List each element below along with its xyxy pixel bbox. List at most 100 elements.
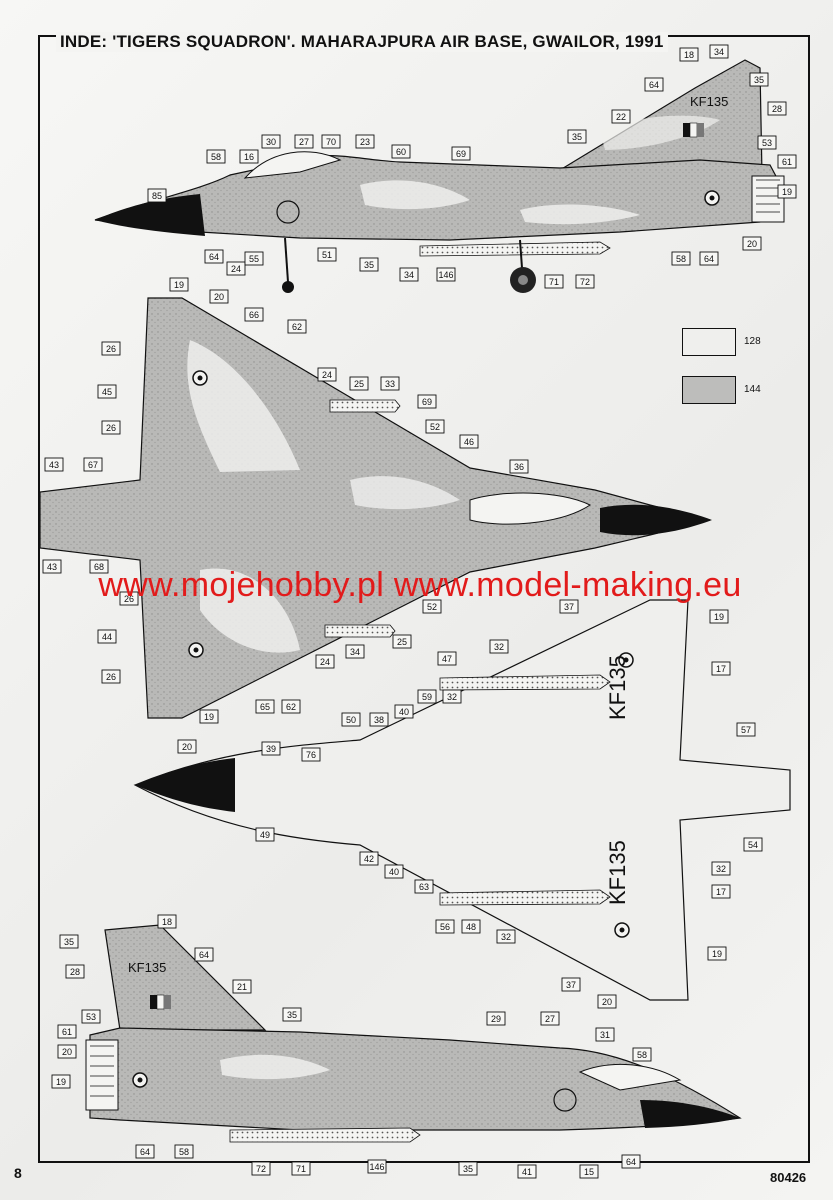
callout-number: 69 xyxy=(456,149,466,159)
callout-number: 61 xyxy=(62,1027,72,1037)
callout-number: 31 xyxy=(600,1030,610,1040)
callout-side-top-18: 85 xyxy=(147,188,167,203)
callout-plan-top-25: 20 xyxy=(177,739,197,754)
callout-number: 34 xyxy=(714,47,724,57)
callout-plan-top-1: 20 xyxy=(209,289,229,304)
callout-plan-bottom-5: 59 xyxy=(417,689,437,704)
callout-number: 58 xyxy=(637,1050,647,1060)
callout-number: 18 xyxy=(684,50,694,60)
callout-number: 28 xyxy=(70,967,80,977)
callout-side-bottom-4: 21 xyxy=(232,979,252,994)
callout-number: 71 xyxy=(296,1164,306,1174)
side-view-bottom: KF135 xyxy=(85,924,742,1143)
callout-plan-top-8: 33 xyxy=(380,376,400,391)
callout-number: 20 xyxy=(602,997,612,1007)
callout-number: 42 xyxy=(364,854,374,864)
callout-plan-top-0: 19 xyxy=(169,277,189,292)
callout-side-bottom-14: 64 xyxy=(135,1144,155,1159)
callout-plan-top-21: 26 xyxy=(101,669,121,684)
callout-side-bottom-8: 27 xyxy=(540,1011,560,1026)
callout-plan-bottom-0: 37 xyxy=(559,599,579,614)
callout-number: 39 xyxy=(266,744,276,754)
callout-number: 18 xyxy=(162,917,172,927)
callout-plan-top-6: 24 xyxy=(317,367,337,382)
callout-number: 22 xyxy=(616,112,626,122)
callout-plan-top-12: 46 xyxy=(459,434,479,449)
callout-plan-bottom-20: 56 xyxy=(435,919,455,934)
callout-side-bottom-18: 146 xyxy=(367,1159,387,1174)
callout-number: 24 xyxy=(231,264,241,274)
callout-plan-top-3: 62 xyxy=(287,319,307,334)
callout-number: 64 xyxy=(209,252,219,262)
callout-number: 45 xyxy=(102,387,112,397)
callout-side-top-12: 35 xyxy=(567,129,587,144)
callout-side-bottom-1: 35 xyxy=(59,934,79,949)
callout-number: 72 xyxy=(256,1164,266,1174)
callout-plan-top-28: 25 xyxy=(392,634,412,649)
callout-number: 64 xyxy=(649,80,659,90)
callout-number: 44 xyxy=(102,632,112,642)
callout-number: 20 xyxy=(182,742,192,752)
callout-number: 24 xyxy=(320,657,330,667)
callout-number: 41 xyxy=(522,1167,532,1177)
fin-serial-top: KF135 xyxy=(690,94,728,109)
callout-number: 25 xyxy=(354,379,364,389)
callout-side-bottom-20: 41 xyxy=(517,1164,537,1179)
callout-number: 55 xyxy=(249,254,259,264)
callout-number: 30 xyxy=(266,137,276,147)
callout-number: 43 xyxy=(49,460,59,470)
callout-number: 58 xyxy=(676,254,686,264)
callout-number: 19 xyxy=(56,1077,66,1087)
callout-number: 29 xyxy=(491,1014,501,1024)
callout-number: 48 xyxy=(466,922,476,932)
callout-number: 58 xyxy=(179,1147,189,1157)
callout-side-bottom-21: 15 xyxy=(579,1164,599,1179)
callout-number: 56 xyxy=(440,922,450,932)
callout-side-bottom-11: 20 xyxy=(57,1044,77,1059)
callout-number: 43 xyxy=(47,562,57,572)
callout-side-bottom-2: 64 xyxy=(194,947,214,962)
callout-number: 70 xyxy=(326,137,336,147)
callout-plan-top-17: 68 xyxy=(89,559,109,574)
callout-side-top-4: 28 xyxy=(767,101,787,116)
callout-plan-top-24: 19 xyxy=(199,709,219,724)
callout-plan-top-2: 66 xyxy=(244,307,264,322)
callout-side-top-27: 72 xyxy=(575,274,595,289)
callout-number: 40 xyxy=(399,707,409,717)
callout-number: 36 xyxy=(514,462,524,472)
watermark: www.mojehobby.pl www.model-making.eu xyxy=(98,566,742,604)
callout-side-top-20: 24 xyxy=(226,261,246,276)
page-number: 8 xyxy=(14,1165,22,1181)
callout-plan-top-10: 26 xyxy=(101,420,121,435)
callout-plan-top-20: 44 xyxy=(97,629,117,644)
callout-plan-top-9: 69 xyxy=(417,394,437,409)
callout-plan-bottom-17: 54 xyxy=(743,837,763,852)
callout-number: 65 xyxy=(260,702,270,712)
callout-plan-top-11: 52 xyxy=(425,419,445,434)
callout-number: 53 xyxy=(86,1012,96,1022)
callout-number: 71 xyxy=(549,277,559,287)
callout-plan-bottom-19: 17 xyxy=(711,884,731,899)
callout-number: 35 xyxy=(463,1164,473,1174)
callout-number: 38 xyxy=(374,715,384,725)
callout-side-top-30: 20 xyxy=(742,236,762,251)
callout-number: 25 xyxy=(397,637,407,647)
callout-side-top-24: 34 xyxy=(399,267,419,282)
callout-plan-top-27: 34 xyxy=(345,644,365,659)
callout-number: 52 xyxy=(430,422,440,432)
legend-label-128: 128 xyxy=(744,336,761,347)
callout-plan-bottom-25: 19 xyxy=(707,946,727,961)
callout-number: 58 xyxy=(211,152,221,162)
callout-number: 72 xyxy=(580,277,590,287)
callout-plan-top-7: 25 xyxy=(349,376,369,391)
callout-side-bottom-13: 19 xyxy=(51,1074,71,1089)
callout-number: 19 xyxy=(712,949,722,959)
callout-side-bottom-22: 64 xyxy=(621,1154,641,1169)
callout-number: 66 xyxy=(249,310,259,320)
callout-side-top-14: 58 xyxy=(206,149,226,164)
plan-view-top xyxy=(39,297,712,719)
callout-side-bottom-12: 58 xyxy=(632,1047,652,1062)
callout-number: 146 xyxy=(438,270,453,280)
legend-label-144: 144 xyxy=(744,384,761,395)
